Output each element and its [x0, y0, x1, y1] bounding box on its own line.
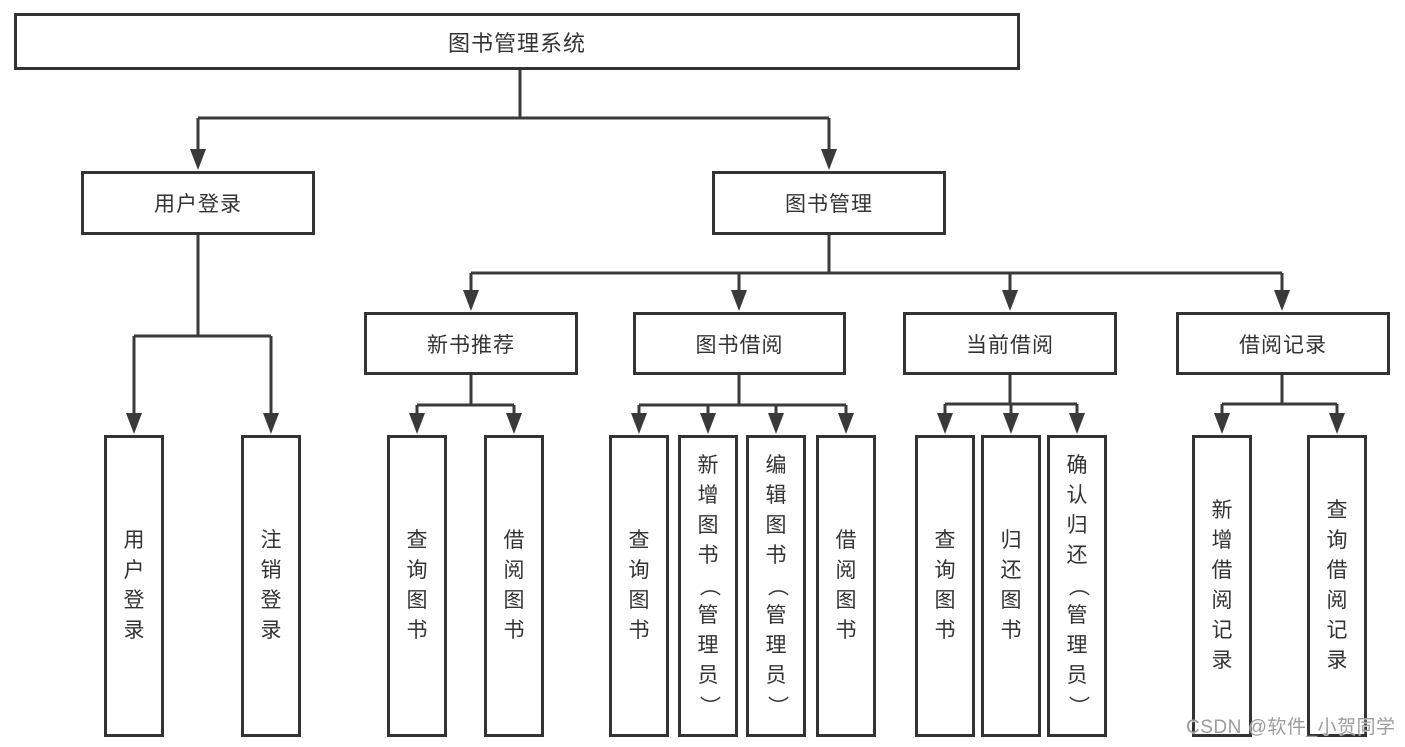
leaf-borrow-add-books-admin: 新增图书（管理员）	[678, 435, 738, 737]
node-current-borrow: 当前借阅	[903, 312, 1117, 375]
leaf-current-return-books: 归还图书	[981, 435, 1041, 737]
leaf-newrec-borrow-books: 借阅图书	[484, 435, 544, 737]
node-library-system: 图书管理系统	[14, 13, 1020, 70]
leaf-logout: 注销登录	[241, 435, 301, 737]
node-book-management: 图书管理	[712, 171, 946, 235]
leaf-user-login: 用户登录	[104, 435, 164, 737]
leaf-record-add-borrow-record: 新增借阅记录	[1192, 435, 1252, 737]
node-new-book-recommend: 新书推荐	[364, 312, 578, 375]
leaf-borrow-borrow-books: 借阅图书	[816, 435, 876, 737]
node-borrow-records: 借阅记录	[1176, 312, 1390, 375]
leaf-borrow-edit-books-admin: 编辑图书（管理员）	[746, 435, 806, 737]
node-user-login: 用户登录	[81, 171, 315, 235]
watermark: CSDN @软件_小贺同学	[1186, 717, 1396, 738]
node-book-borrow: 图书借阅	[633, 312, 846, 375]
leaf-record-query-borrow-record: 查询借阅记录	[1307, 435, 1367, 737]
leaf-current-confirm-return-admin: 确认归还（管理员）	[1047, 435, 1107, 737]
leaf-newrec-query-books: 查询图书	[387, 435, 447, 737]
leaf-borrow-query-books: 查询图书	[609, 435, 669, 737]
leaf-current-query-books: 查询图书	[915, 435, 975, 737]
